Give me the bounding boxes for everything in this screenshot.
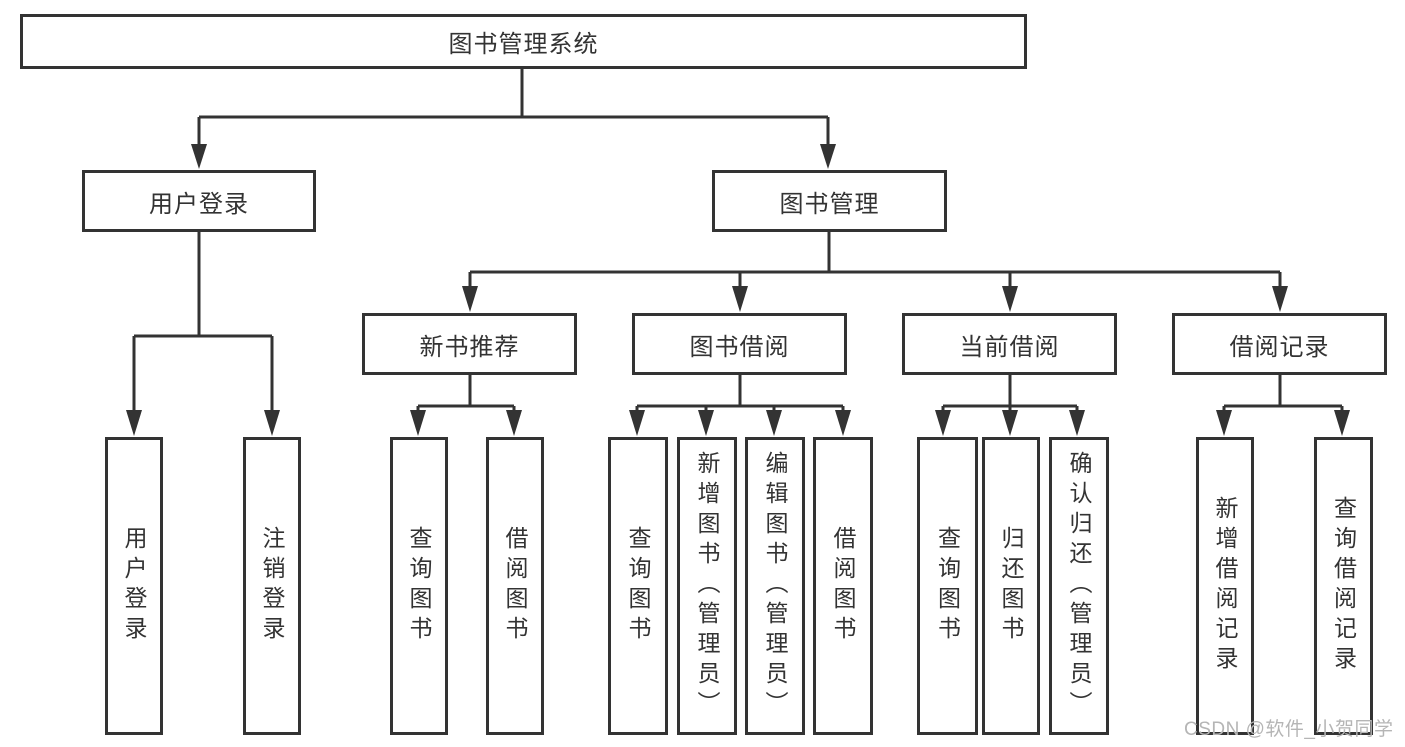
node-label: 查询图书	[625, 526, 651, 646]
node-label: 确认归还（管理员）	[1066, 451, 1092, 721]
arrowhead	[1216, 410, 1232, 436]
arrowhead	[1272, 286, 1288, 312]
leaf-logout-login: 注销登录	[243, 437, 301, 735]
arrowhead	[835, 410, 851, 436]
node-new-book-recommendation: 新书推荐	[362, 313, 577, 375]
leaf-query-books-recommend: 查询图书	[390, 437, 448, 735]
arrowhead	[935, 410, 951, 436]
arrowhead	[462, 286, 478, 312]
node-label: 归还图书	[998, 526, 1024, 646]
node-user-login: 用户登录	[82, 170, 316, 232]
node-label: 编辑图书（管理员）	[762, 451, 788, 721]
node-borrowing-records: 借阅记录	[1172, 313, 1387, 375]
arrowhead	[698, 410, 714, 436]
node-label: 当前借阅	[959, 333, 1060, 361]
arrowhead	[126, 410, 142, 436]
arrowhead	[732, 286, 748, 312]
arrowheads	[126, 144, 1350, 436]
arrowhead	[506, 410, 522, 436]
arrowhead	[1069, 410, 1085, 436]
node-book-borrowing: 图书借阅	[632, 313, 847, 375]
leaf-add-book-admin: 新增图书（管理员）	[677, 437, 737, 735]
node-label: 借阅图书	[830, 526, 856, 646]
arrowhead	[1002, 286, 1018, 312]
node-library-management-system: 图书管理系统	[20, 14, 1027, 69]
node-label: 图书管理系统	[448, 31, 599, 58]
leaf-user-login: 用户登录	[105, 437, 163, 735]
node-label: 查询图书	[934, 526, 961, 646]
node-label: 借阅图书	[502, 526, 528, 646]
leaf-add-borrow-record: 新增借阅记录	[1196, 437, 1254, 735]
watermark: CSDN @软件_小贺同学	[1184, 719, 1394, 740]
arrowhead	[629, 410, 645, 436]
arrowhead	[1334, 410, 1350, 436]
arrowhead	[410, 410, 426, 436]
arrowhead	[264, 410, 280, 436]
node-current-borrowing: 当前借阅	[902, 313, 1117, 375]
leaf-query-borrow-record: 查询借阅记录	[1314, 437, 1373, 735]
node-label: 注销登录	[259, 526, 285, 646]
node-label: 新增图书（管理员）	[694, 451, 720, 721]
node-label: 借阅记录	[1229, 333, 1330, 361]
arrowhead	[191, 144, 207, 169]
node-label: 图书管理	[779, 190, 880, 218]
node-label: 图书借阅	[689, 333, 790, 361]
leaf-confirm-return-admin: 确认归还（管理员）	[1049, 437, 1109, 735]
node-label: 用户登录	[149, 190, 249, 218]
node-book-management: 图书管理	[712, 170, 947, 232]
arrowhead	[820, 144, 836, 169]
connector-paths	[132, 69, 1344, 420]
arrowhead	[1002, 410, 1018, 436]
arrowhead	[766, 410, 782, 436]
leaf-query-books-current: 查询图书	[917, 437, 978, 735]
node-label: 查询图书	[406, 526, 432, 646]
node-label: 新书推荐	[419, 333, 520, 361]
node-label: 新增借阅记录	[1212, 496, 1238, 676]
leaf-borrow-books-recommend: 借阅图书	[486, 437, 544, 735]
leaf-borrow-books-borrowing: 借阅图书	[813, 437, 873, 735]
leaf-query-books-borrowing: 查询图书	[608, 437, 668, 735]
node-label: 用户登录	[121, 526, 147, 646]
leaf-return-books: 归还图书	[982, 437, 1040, 735]
node-label: 查询借阅记录	[1330, 496, 1357, 676]
leaf-edit-book-admin: 编辑图书（管理员）	[745, 437, 805, 735]
